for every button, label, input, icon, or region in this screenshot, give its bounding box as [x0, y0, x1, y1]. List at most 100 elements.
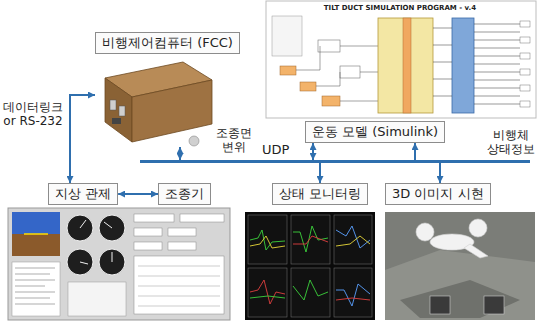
edge-label: 데이터링크 or RS-232	[1, 100, 65, 128]
monitoring-screenshot-part	[245, 212, 375, 320]
ground-control-screenshot-part	[12, 234, 60, 256]
connector	[179, 147, 181, 160]
ground-control-screenshot-part-part	[15, 292, 55, 293]
monitoring-screenshot-part-part	[291, 268, 330, 317]
simulink-screenshot-part-part	[474, 40, 520, 41]
simulink-screenshot-part-part	[433, 96, 452, 97]
3d-view-screenshot-part	[400, 280, 520, 318]
monitoring-screenshot-part-part	[248, 268, 287, 317]
node-label: 3D 이미지 시현	[392, 186, 484, 201]
ground-control-screenshot-part-part	[15, 298, 50, 299]
ground-control-screenshot-part-part	[112, 252, 113, 262]
3d-view-screenshot-part	[416, 219, 488, 258]
simulink-screenshot-part-part	[433, 79, 452, 80]
simulink-screenshot-part	[318, 40, 340, 52]
monitoring-screenshot	[245, 212, 375, 320]
ground-control-screenshot-part-part	[138, 306, 220, 307]
simulink-screenshot-part-part	[474, 32, 520, 33]
ground-control-screenshot-part	[134, 214, 224, 314]
simulink-screenshot-part	[520, 21, 530, 107]
ground-control-screenshot-part-part	[99, 215, 125, 241]
ground-control-screenshot-part-part	[138, 296, 220, 297]
node-label: 운동 모델 (Simulink)	[312, 124, 438, 139]
monitoring-screenshot-part-part	[293, 236, 328, 244]
monitoring-screenshot-part-part	[334, 268, 372, 317]
monitoring-screenshot-part-part	[293, 226, 328, 252]
simulink-screenshot-part	[403, 18, 411, 113]
ground-control-screenshot-part-part	[134, 242, 162, 250]
simulink-screenshot-part	[300, 82, 316, 91]
3d-view-screenshot	[385, 212, 535, 320]
ground-control-screenshot-part-part	[138, 286, 220, 287]
ground-control-screenshot-part-part	[134, 228, 162, 236]
3d-view-screenshot-part-part	[416, 223, 434, 241]
simulink-screenshot-part-part	[433, 45, 452, 46]
ground-control-screenshot-part-part	[134, 256, 224, 314]
simulink-screenshot-part	[452, 18, 474, 113]
ground-control-screenshot-part	[8, 208, 230, 320]
monitoring-screenshot-part	[248, 215, 372, 317]
ground-control-screenshot-part	[138, 266, 220, 306]
ground-control-screenshot-part-part	[80, 220, 86, 228]
ground-control-screenshot-part-part	[67, 249, 93, 275]
label-box: 운동 모델 (Simulink)	[305, 121, 445, 143]
3d-view-screenshot-part-part	[469, 219, 487, 237]
monitoring-screenshot-part-part	[250, 230, 285, 250]
ground-control-screenshot-part-part	[138, 266, 220, 267]
monitoring-screenshot-part-part	[250, 296, 285, 298]
simulink-screenshot-part-part	[474, 80, 520, 81]
simulink-screenshot-part-part	[474, 72, 520, 73]
simulink-screenshot-part	[340, 46, 378, 47]
connector	[414, 143, 416, 160]
ground-control-screenshot-part-part	[15, 286, 45, 287]
simulink-screenshot-part	[272, 16, 302, 56]
simulink-screenshot-part-part	[433, 28, 452, 29]
connector	[70, 95, 95, 183]
monitoring-screenshot-part	[250, 226, 370, 306]
3d-view-screenshot-part-part	[464, 244, 488, 258]
simulink-screenshot-part	[340, 66, 360, 78]
simulink-screenshot-part-part	[474, 64, 520, 65]
ground-control-screenshot-part-part	[99, 249, 125, 275]
ground-control-screenshot	[8, 208, 230, 320]
node-label: 지상 관제	[55, 186, 111, 201]
ground-control-screenshot-part-part	[80, 262, 88, 264]
ground-control-screenshot-part-part	[134, 214, 174, 222]
ground-control-screenshot-part	[67, 215, 125, 275]
simulink-screenshot-part-part	[520, 53, 530, 59]
fcc-photo-part	[112, 118, 121, 124]
annotation: 조종면 변위	[212, 126, 256, 154]
process-box: 지상 관제	[48, 183, 118, 205]
fcc-photo-part	[119, 106, 125, 116]
monitoring-screenshot-part-part	[248, 215, 287, 264]
simulink-screenshot-part-part	[474, 88, 520, 89]
label-box: 비행제어컴퓨터 (FCC)	[95, 32, 240, 54]
ground-control-screenshot-part-part	[15, 304, 55, 305]
simulink-screenshot-part-part	[474, 48, 520, 49]
monitoring-screenshot-part-part	[250, 280, 285, 304]
simulink-screenshot-part	[433, 24, 520, 104]
annotation: 비행체 상태정보	[486, 128, 536, 156]
monitoring-screenshot-part-part	[336, 298, 370, 300]
monitoring-screenshot-part-part	[334, 215, 372, 264]
simulink-screenshot-part	[296, 46, 320, 70]
ground-control-screenshot-part-part	[15, 274, 50, 275]
connector	[312, 143, 314, 160]
3d-view-screenshot-part-part	[430, 296, 450, 314]
monitoring-screenshot-part-part	[336, 284, 370, 306]
node-label: 상태 모니터링	[279, 186, 361, 201]
ground-control-screenshot-part-part	[168, 228, 196, 236]
monitoring-screenshot-part-part	[293, 280, 328, 300]
ground-control-screenshot-part	[24, 233, 48, 235]
simulink-screenshot-part-part	[474, 24, 520, 25]
process-box: 상태 모니터링	[272, 183, 368, 205]
ground-control-screenshot-part-part	[104, 222, 112, 228]
ground-control-screenshot-part	[80, 220, 112, 264]
fcc-photo-part	[132, 80, 212, 142]
udp-bus: UDP	[140, 160, 530, 163]
monitoring-screenshot-part-part	[291, 215, 330, 264]
screen-title: TILT DUCT SIMULATION PROGRAM - v.4	[300, 4, 500, 13]
ground-control-screenshot-part	[15, 268, 55, 304]
simulink-screenshot-part-part	[474, 56, 520, 57]
